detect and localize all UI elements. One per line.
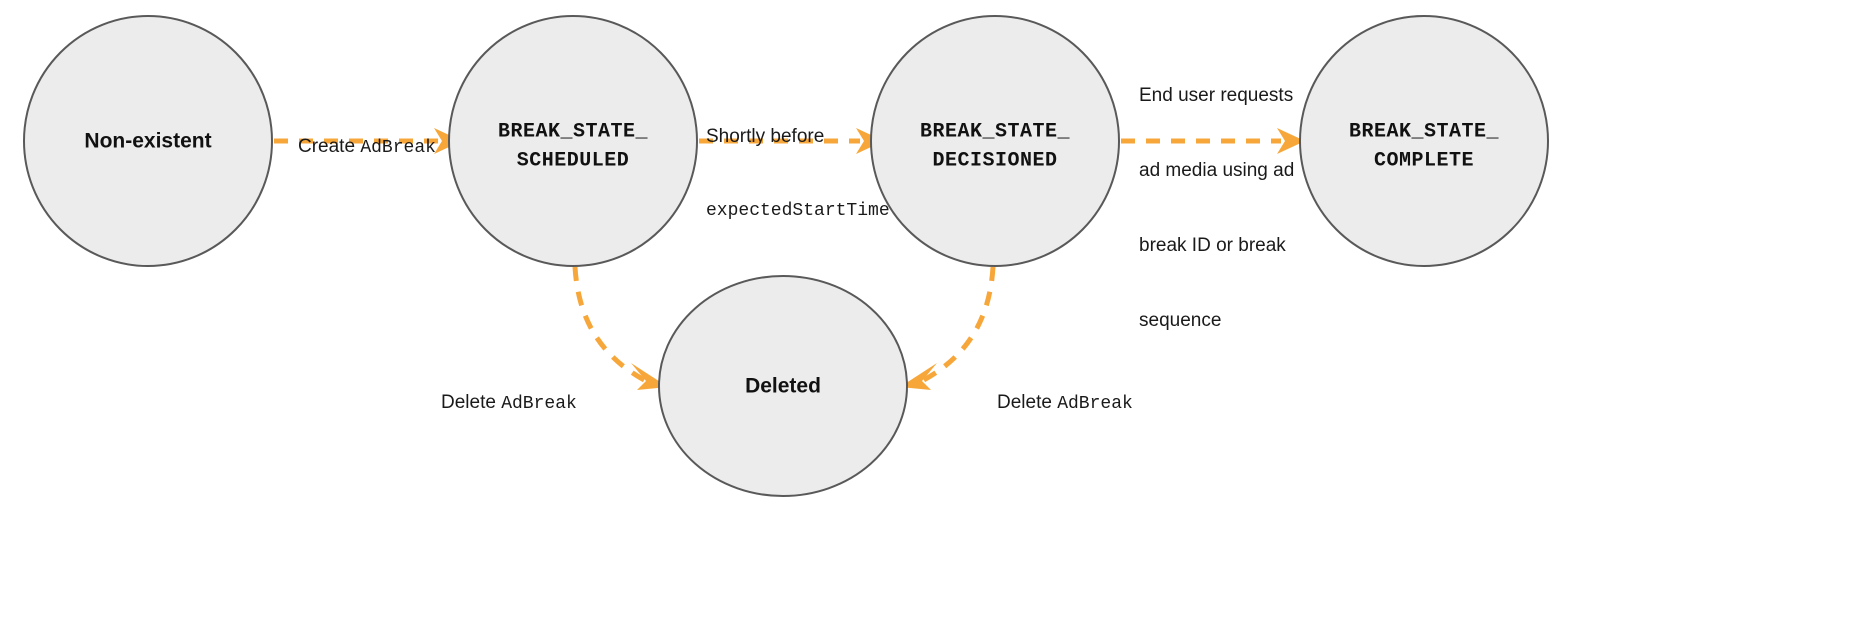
edge-label-delete-from-decisioned: Delete AdBreak xyxy=(997,340,1133,467)
arrowhead-icon xyxy=(1277,128,1305,154)
edge-end-user-requests xyxy=(1121,128,1305,154)
edge-label-line2: expectedStartTime xyxy=(706,201,890,221)
edge-label-text-sans: Delete xyxy=(997,392,1058,413)
edge-label-text-mono: AdBreak xyxy=(501,394,577,414)
arrowhead-icon xyxy=(900,363,937,390)
edge-label-end-user-requests: End user requests ad media using ad brea… xyxy=(1139,33,1294,383)
node-shape[interactable] xyxy=(658,275,908,497)
node-label-break-state-complete-line2: COMPLETE xyxy=(1374,149,1474,172)
node-break-state-decisioned[interactable]: BREAK_STATE_ DECISIONED xyxy=(870,15,1120,267)
edge-label-text-sans: Create xyxy=(298,136,361,157)
edge-delete-from-scheduled xyxy=(572,266,668,390)
node-shape[interactable] xyxy=(1299,15,1549,267)
edge-label-delete-from-scheduled: Delete AdBreak xyxy=(441,340,577,467)
edge-label-text-sans: Delete xyxy=(441,392,502,413)
edge-delete-from-decisioned xyxy=(900,266,996,390)
node-deleted[interactable]: Deleted xyxy=(658,275,908,497)
edge-label-create-adbreak: Create AdBreak xyxy=(298,84,436,211)
edge-line xyxy=(916,266,996,386)
edge-label-line1: Shortly before xyxy=(706,126,825,147)
node-label-break-state-complete-line1: BREAK_STATE_ xyxy=(1349,120,1500,143)
node-label-break-state-scheduled-line2: SCHEDULED xyxy=(517,149,630,172)
edge-label-line4: sequence xyxy=(1139,310,1222,331)
node-label-break-state-decisioned-line2: DECISIONED xyxy=(932,149,1057,172)
node-label-deleted: Deleted xyxy=(745,375,821,398)
node-break-state-scheduled[interactable]: BREAK_STATE_ SCHEDULED xyxy=(448,15,698,267)
node-label-break-state-scheduled-line1: BREAK_STATE_ xyxy=(498,120,649,143)
edge-label-shortly-before: Shortly before expectedStartTime xyxy=(706,74,890,274)
node-shape[interactable] xyxy=(23,15,273,267)
edge-label-line3: break ID or break xyxy=(1139,235,1286,256)
edge-label-text-mono: AdBreak xyxy=(1057,394,1133,414)
node-label-break-state-decisioned-line1: BREAK_STATE_ xyxy=(920,120,1071,143)
node-break-state-complete[interactable]: BREAK_STATE_ COMPLETE xyxy=(1299,15,1549,267)
edge-label-line2: ad media using ad xyxy=(1139,160,1295,181)
edge-label-text-mono: AdBreak xyxy=(360,138,436,158)
edge-label-line1: End user requests xyxy=(1139,85,1294,106)
node-non-existent[interactable]: Non-existent xyxy=(23,15,273,267)
node-label-non-existent: Non-existent xyxy=(84,130,211,153)
node-shape[interactable] xyxy=(448,15,698,267)
edge-line xyxy=(572,266,652,386)
node-shape[interactable] xyxy=(870,15,1120,267)
